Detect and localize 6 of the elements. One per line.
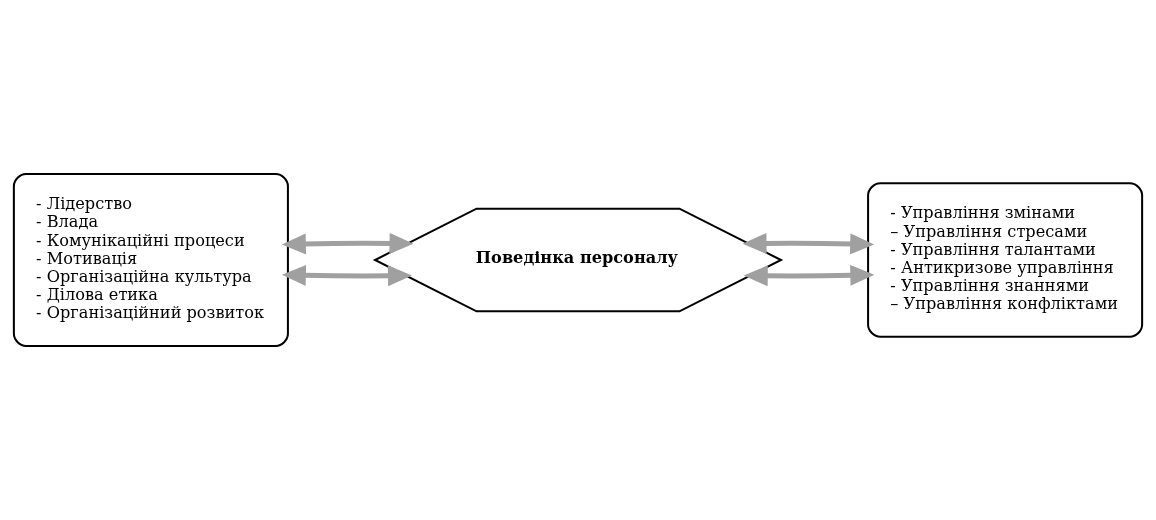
arrow	[281, 232, 414, 255]
node-box: - Лідерство - Влада - Комунікаційні процеси - Мотивація - Організаційна культура - Ділова етика - Організаційний розвиток	[12, 173, 289, 347]
arrow	[281, 264, 412, 287]
arrow	[743, 264, 875, 287]
arrow	[742, 232, 875, 255]
node-box: - Управління змінами – Управління стресами - Управління талантами - Антикризове управління - Управління знаннями – Управління конфліктами	[867, 182, 1144, 338]
